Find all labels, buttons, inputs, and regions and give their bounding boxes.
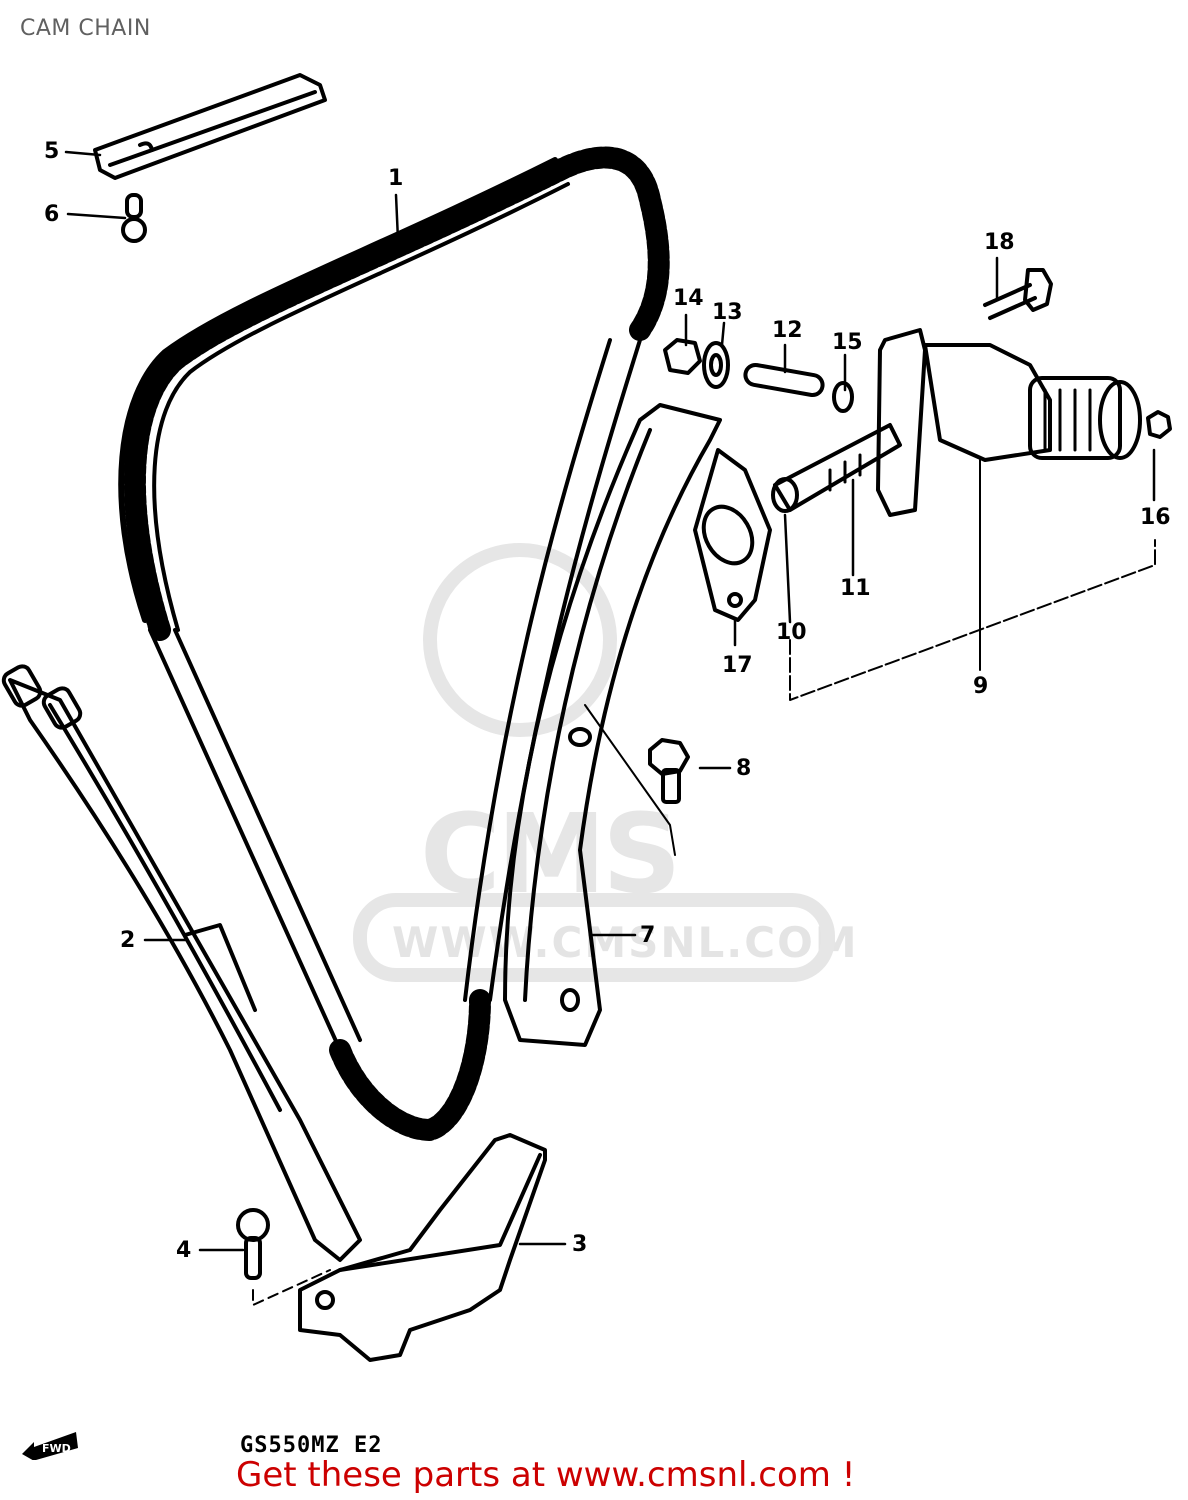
- chain-guide-rear-shape: [1, 664, 362, 1262]
- callout-6: 6: [44, 202, 60, 227]
- chain-guide-top-shape: [93, 73, 327, 180]
- callout-14: 14: [673, 286, 704, 311]
- callout-15: 15: [832, 330, 863, 355]
- bolt-8-shape: [584, 704, 690, 856]
- callout-2: 2: [120, 928, 136, 953]
- gasket-17-shape: [693, 448, 772, 622]
- callout-4: 4: [176, 1238, 192, 1263]
- callout-12: 12: [772, 318, 803, 343]
- callout-7: 7: [640, 923, 656, 948]
- callout-1: 1: [388, 166, 404, 191]
- leader-lines: [64, 150, 1156, 1252]
- callout-9: 9: [973, 674, 989, 699]
- cta-link[interactable]: Get these parts at www.cmsnl.com !: [236, 1455, 856, 1495]
- callout-8: 8: [736, 756, 752, 781]
- tensioner-assembly-shape: [771, 268, 1172, 701]
- callout-18: 18: [984, 230, 1015, 255]
- fwd-arrow-icon: FWD: [22, 1432, 78, 1460]
- model-code: GS550MZ E2: [240, 1433, 383, 1458]
- screw-6-shape: [121, 193, 147, 243]
- cam-chain-shape: [118, 146, 670, 1141]
- callout-5: 5: [44, 139, 60, 164]
- chain-guide-lower-shape: [298, 1133, 547, 1362]
- tensioner-guide-shape: [503, 403, 722, 1047]
- callout-11: 11: [840, 576, 871, 601]
- callout-17: 17: [722, 653, 753, 678]
- callout-13: 13: [712, 300, 743, 325]
- callout-16: 16: [1140, 505, 1171, 530]
- callout-3: 3: [572, 1232, 588, 1257]
- svg-text:FWD: FWD: [42, 1442, 71, 1455]
- callout-10: 10: [776, 620, 807, 645]
- small-parts-shapes: [663, 338, 854, 413]
- screw-4-shape: [236, 1208, 331, 1306]
- page-title: CAM CHAIN: [20, 16, 151, 41]
